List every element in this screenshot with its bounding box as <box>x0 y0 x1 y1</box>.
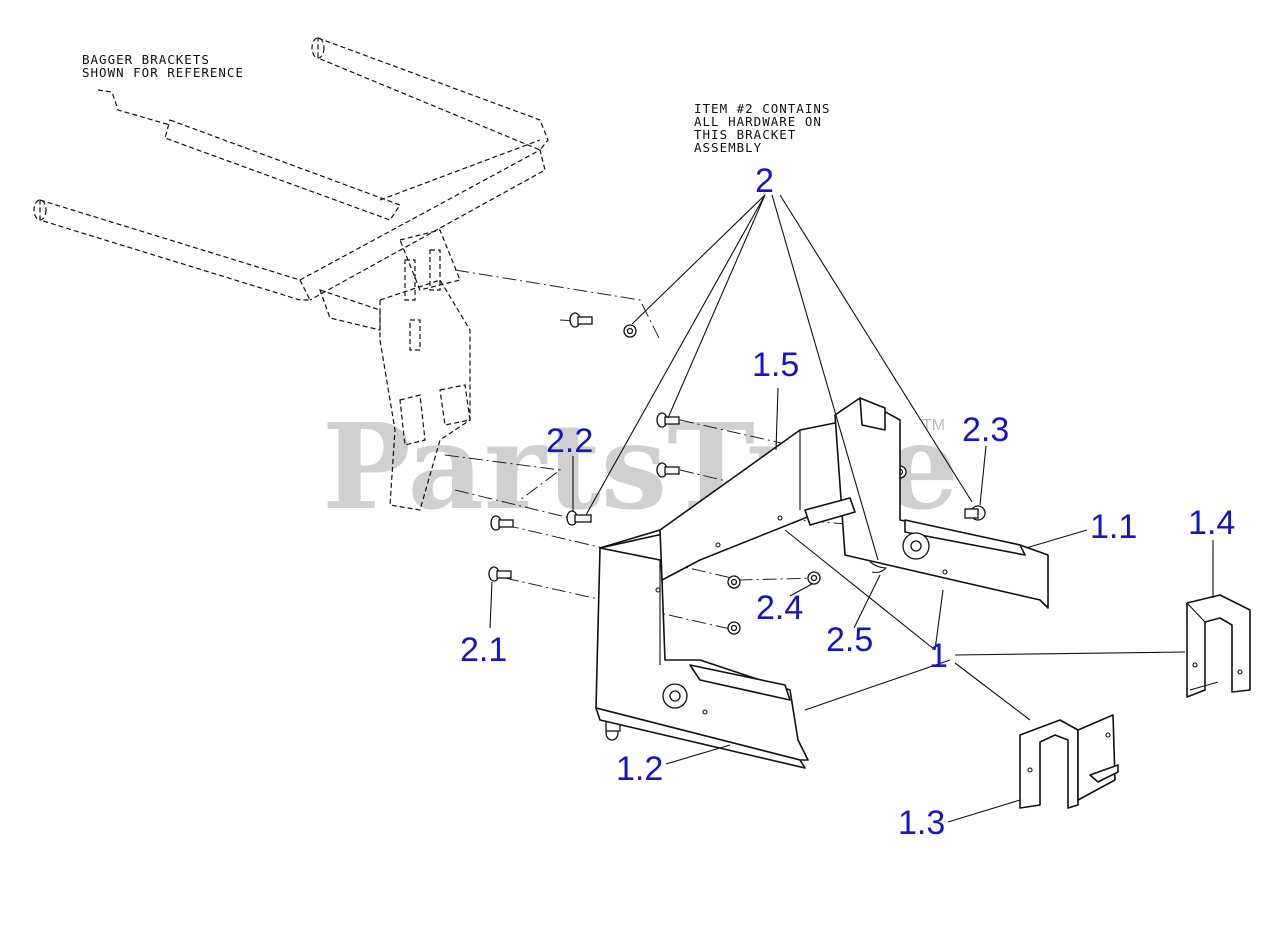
item2-note: ITEM #2 CONTAINS ALL HARDWARE ON THIS BR… <box>694 101 830 155</box>
callout-1-5[interactable]: 1.5 <box>752 346 799 384</box>
bolt-upper <box>569 312 593 328</box>
callout-1-3[interactable]: 1.3 <box>898 804 945 842</box>
bolt-2-2 <box>566 510 592 526</box>
reference-note-line-2: SHOWN FOR REFERENCE <box>82 65 244 80</box>
item2-note-line-2: ALL HARDWARE ON <box>694 114 822 129</box>
callout-1-2[interactable]: 1.2 <box>616 750 663 788</box>
callout-2-4[interactable]: 2.4 <box>756 589 803 627</box>
nut-upper <box>623 324 637 338</box>
bracket-1-4 <box>1186 594 1251 698</box>
item2-note-line-3: THIS BRACKET <box>694 127 796 142</box>
watermark-trademark: TM <box>922 417 945 434</box>
bolt-2-1 <box>488 566 512 582</box>
item2-note-line-4: ASSEMBLY <box>694 140 762 155</box>
item2-note-line-1: ITEM #2 CONTAINS <box>694 101 830 116</box>
clip-2-5 <box>869 561 888 574</box>
reference-note-line-1: BAGGER BRACKETS <box>82 52 210 67</box>
bracket-1-3 <box>1019 714 1119 809</box>
leader-lines <box>489 194 1214 823</box>
callout-2-3[interactable]: 2.3 <box>962 411 1009 449</box>
callout-2[interactable]: 2 <box>755 162 774 200</box>
callout-1[interactable]: 1 <box>929 637 948 675</box>
bagger-frame-reference <box>33 37 549 511</box>
pin-2-3 <box>964 505 986 521</box>
callout-2-5[interactable]: 2.5 <box>826 621 873 659</box>
main-bracket <box>595 397 1049 769</box>
bolt-top-2 <box>656 462 680 478</box>
reference-note: BAGGER BRACKETS SHOWN FOR REFERENCE <box>82 52 244 80</box>
bolt-mid <box>490 515 514 531</box>
callout-2-1[interactable]: 2.1 <box>460 631 507 669</box>
callouts: 2 1.5 2.2 2.3 1.1 1.4 2.4 2.5 1 2.1 1.2 … <box>460 162 1235 842</box>
callout-1-4[interactable]: 1.4 <box>1188 504 1235 542</box>
hardware <box>488 312 986 741</box>
bolt-top-1 <box>656 412 680 428</box>
callout-1-1[interactable]: 1.1 <box>1090 508 1137 546</box>
callout-2-2[interactable]: 2.2 <box>546 422 593 460</box>
